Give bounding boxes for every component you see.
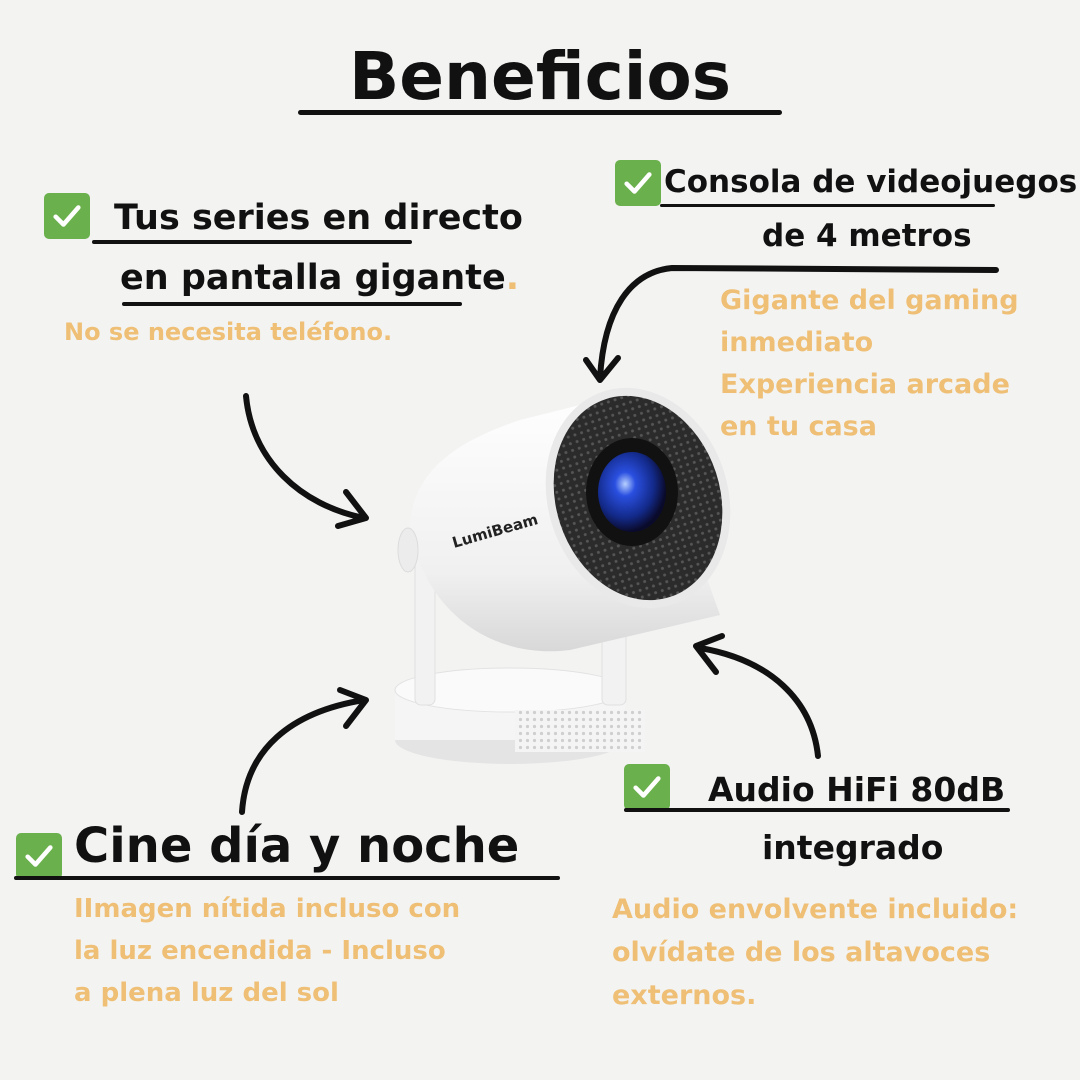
feature-3-title: Cine día y noche xyxy=(74,818,520,874)
arrow-head-icon xyxy=(583,355,621,383)
title-underline xyxy=(298,110,782,115)
page-title: Beneficios xyxy=(348,38,732,115)
check-icon xyxy=(16,833,62,879)
feature-4-description: Audio envolvente incluido: olvídate de l… xyxy=(612,894,1019,1011)
feature-2-description: Gigante del gaming inmediato Experiencia… xyxy=(720,285,1019,442)
arrow-head-icon xyxy=(337,687,369,729)
feature-1-title-line-2: en pantalla gigante. xyxy=(120,258,519,298)
arrow-head-icon xyxy=(693,633,725,675)
feature-4-title-line-1: Audio HiFi 80dB xyxy=(708,770,1006,809)
feature-1-underline-2 xyxy=(122,302,462,306)
arrow-icon xyxy=(597,265,999,381)
feature-1-title-line-1: Tus series en directo xyxy=(114,198,523,238)
feature-4-title-line-2: integrado xyxy=(762,828,944,867)
feature-3-underline xyxy=(14,876,560,880)
feature-3-description: IImagen nítida incluso con la luz encend… xyxy=(74,894,461,1008)
feature-2-title-line-1: Consola de videojuegos xyxy=(664,164,1078,200)
feature-4-underline xyxy=(624,808,1010,812)
feature-1-description: No se necesita teléfono. xyxy=(64,318,393,346)
feature-2-title-line-2: de 4 metros xyxy=(762,218,972,254)
arrow-icon xyxy=(239,697,367,815)
check-icon xyxy=(44,193,90,239)
projector-image: LumiBeam xyxy=(394,387,731,764)
arrow-icon xyxy=(697,645,821,759)
check-icon xyxy=(615,160,661,206)
arrow-head-icon xyxy=(335,489,369,529)
feature-1-underline-1 xyxy=(92,240,412,244)
feature-2-underline-1 xyxy=(660,204,995,207)
arrow-icon xyxy=(243,393,367,521)
check-icon xyxy=(624,764,670,810)
